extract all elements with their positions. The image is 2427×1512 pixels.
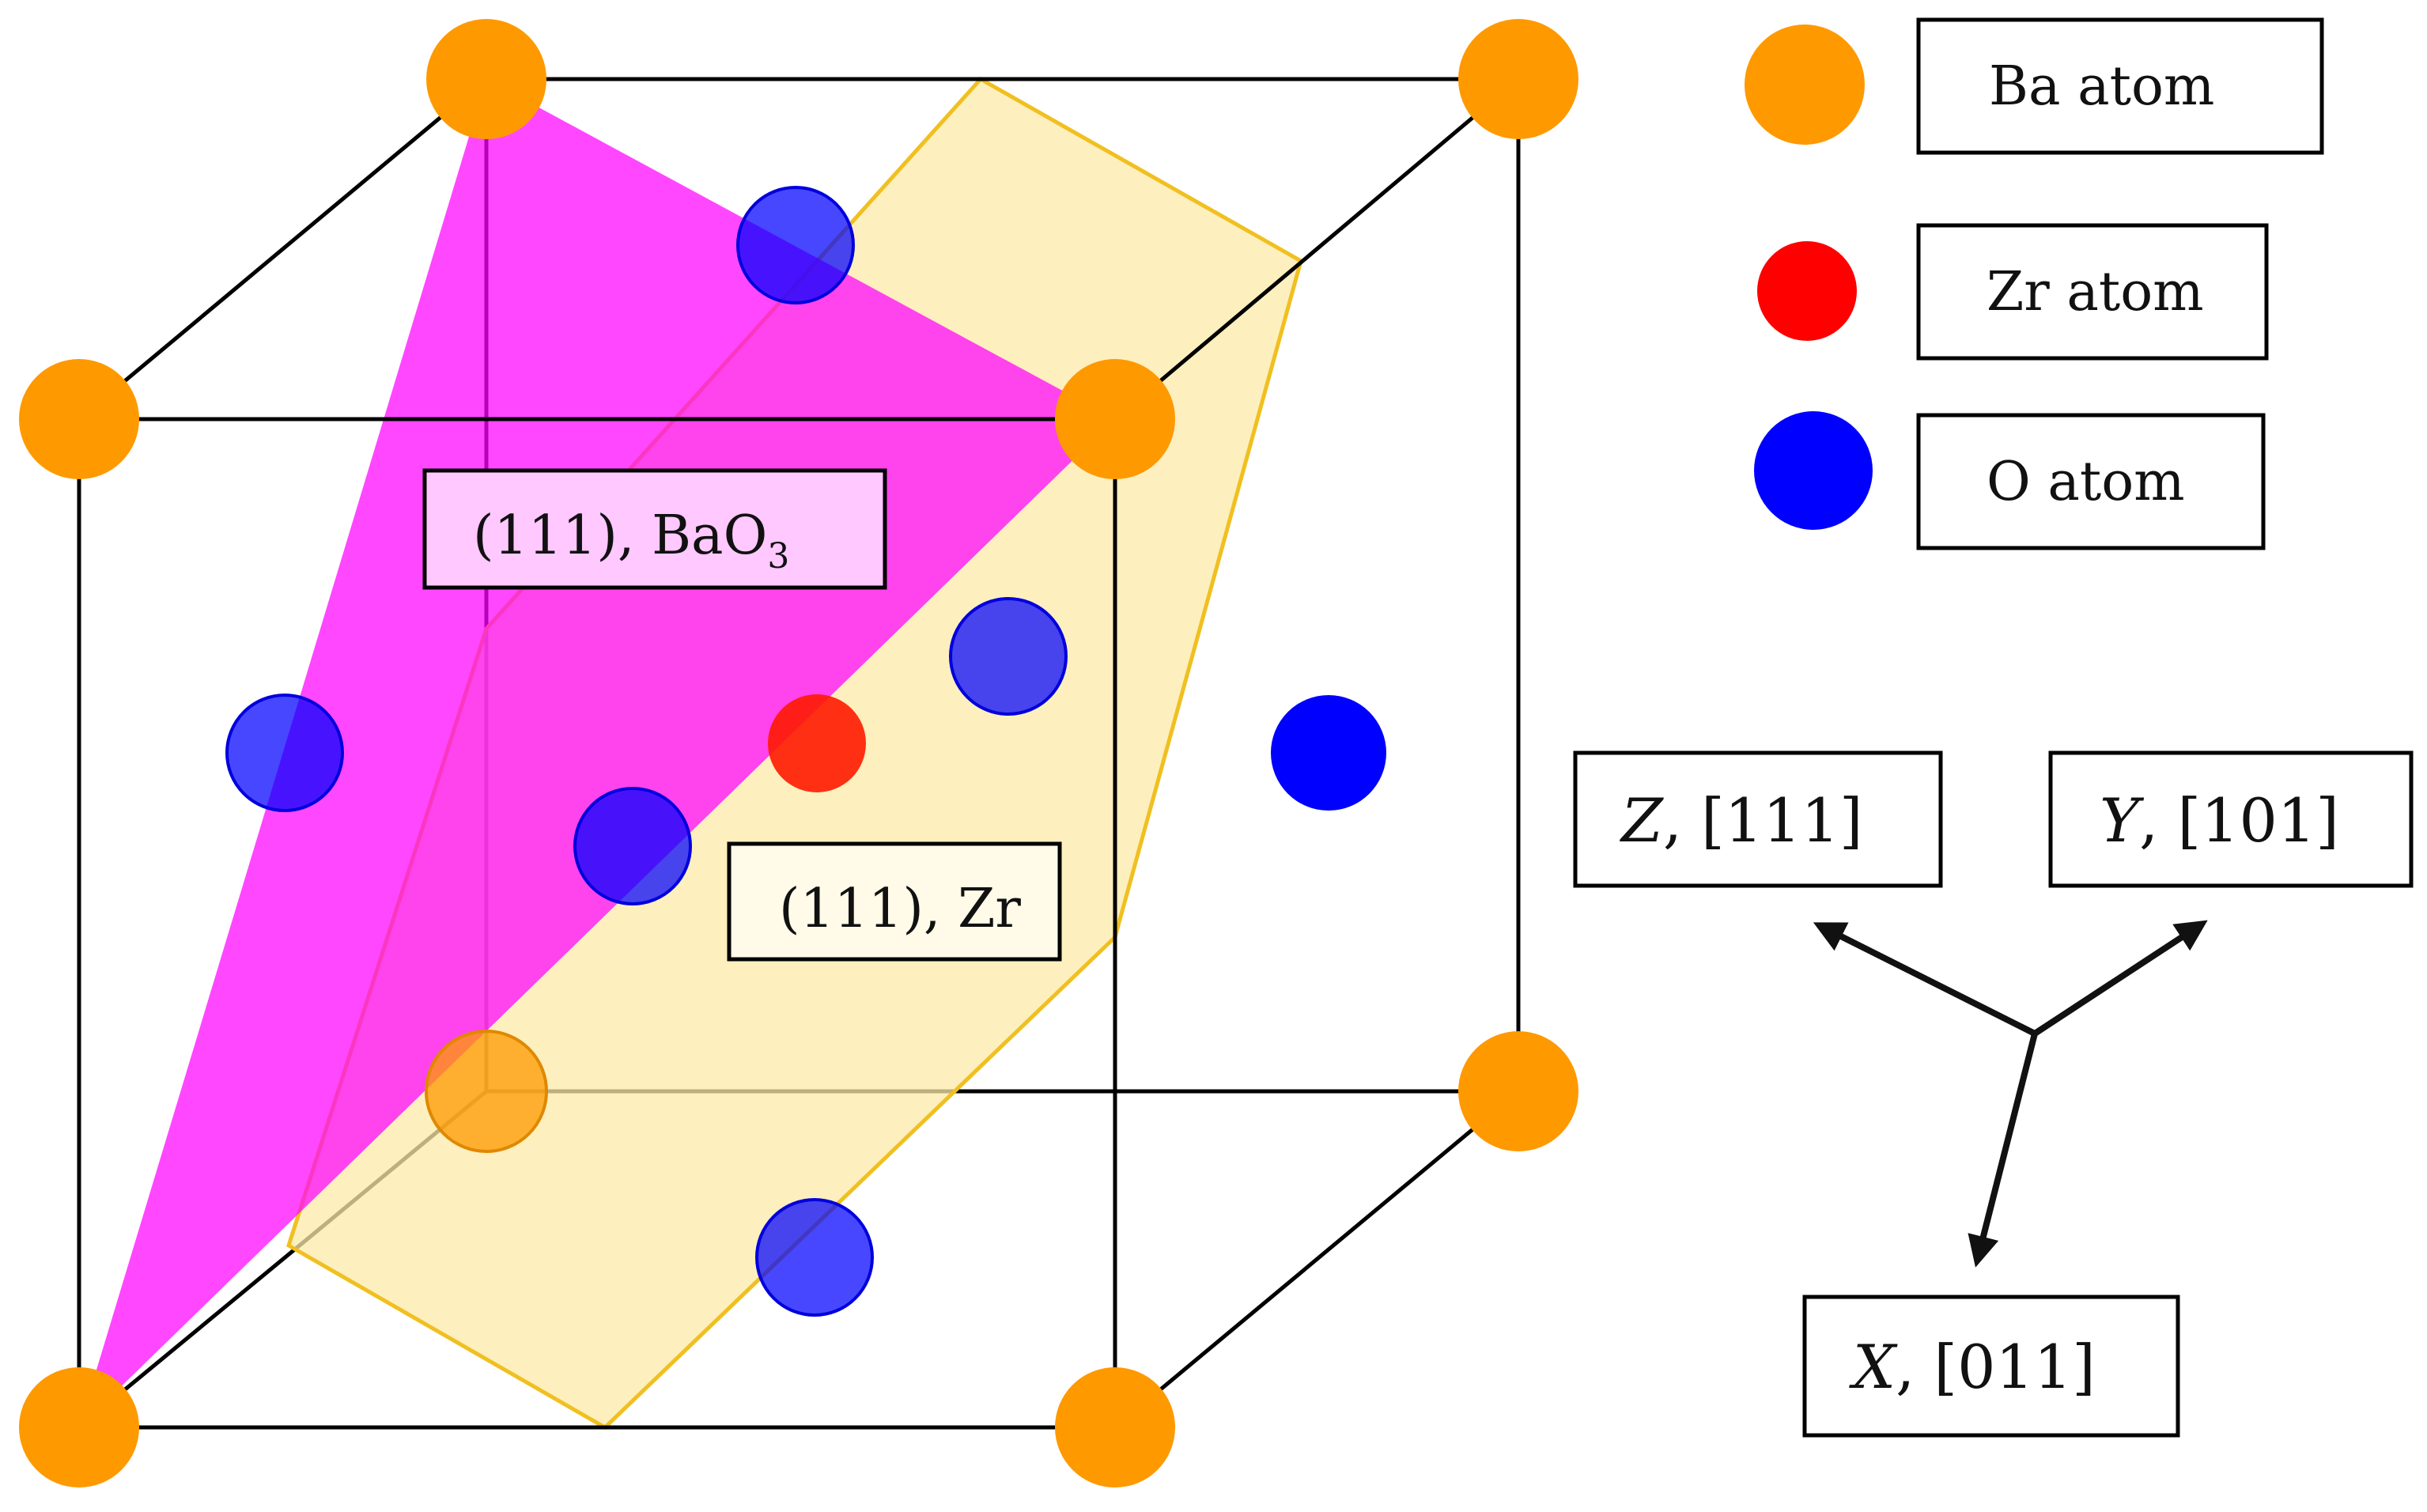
ba-atom — [1055, 1367, 1175, 1487]
bao3-plane-label: (111), BaO3 — [422, 468, 887, 590]
o-atom — [949, 597, 1068, 716]
y-axis-arrow — [2032, 920, 2208, 1037]
zr-atom — [768, 694, 866, 792]
bao3-plane-label-subscript: 3 — [767, 536, 789, 576]
x-axis-label: X, [011] — [1849, 1332, 2096, 1402]
o-atom — [573, 787, 692, 905]
o-atom — [225, 694, 344, 812]
ba-atom — [19, 359, 139, 479]
y-axis-label: Y, [101] — [2100, 785, 2339, 856]
x-axis-arrow — [1968, 1033, 2038, 1268]
z-axis-label: Z, [111] — [1620, 785, 1863, 856]
legend-zr-swatch — [1757, 241, 1857, 341]
legend-o-swatch — [1754, 411, 1873, 530]
ba-atom — [1458, 1031, 1578, 1151]
legend-ba-label: Ba atom — [1989, 55, 2214, 118]
o-atom — [755, 1198, 874, 1317]
zr-plane-label-text: (111), Zr — [779, 878, 1021, 940]
o-atom — [736, 186, 855, 304]
o-atom — [1271, 695, 1386, 811]
zr-plane-label: (111), Zr — [727, 841, 1062, 962]
z-axis-arrow — [1813, 922, 2036, 1037]
ba-atom — [19, 1367, 139, 1487]
o-atoms — [225, 186, 1386, 1317]
legend-o-label: O atom — [1987, 451, 2185, 513]
ba-atom — [1458, 19, 1578, 139]
ba-atoms — [19, 19, 1578, 1487]
ba-atom — [1055, 359, 1175, 479]
cube-front-edges — [77, 77, 1521, 1430]
axes: Z, [111] Y, [101] X, [011] — [1573, 750, 2414, 1438]
svg-text:(111), BaO3: (111), BaO3 — [473, 505, 789, 576]
ba-atom — [426, 19, 546, 139]
ba-atom — [425, 1030, 548, 1153]
legend-zr-label: Zr atom — [1987, 261, 2204, 323]
legend: Ba atom Zr atom O atom — [1745, 17, 2324, 550]
bao3-111-plane — [79, 79, 1115, 1427]
bao3-plane-label-text: (111), BaO — [473, 505, 767, 567]
legend-ba-swatch — [1745, 25, 1865, 145]
